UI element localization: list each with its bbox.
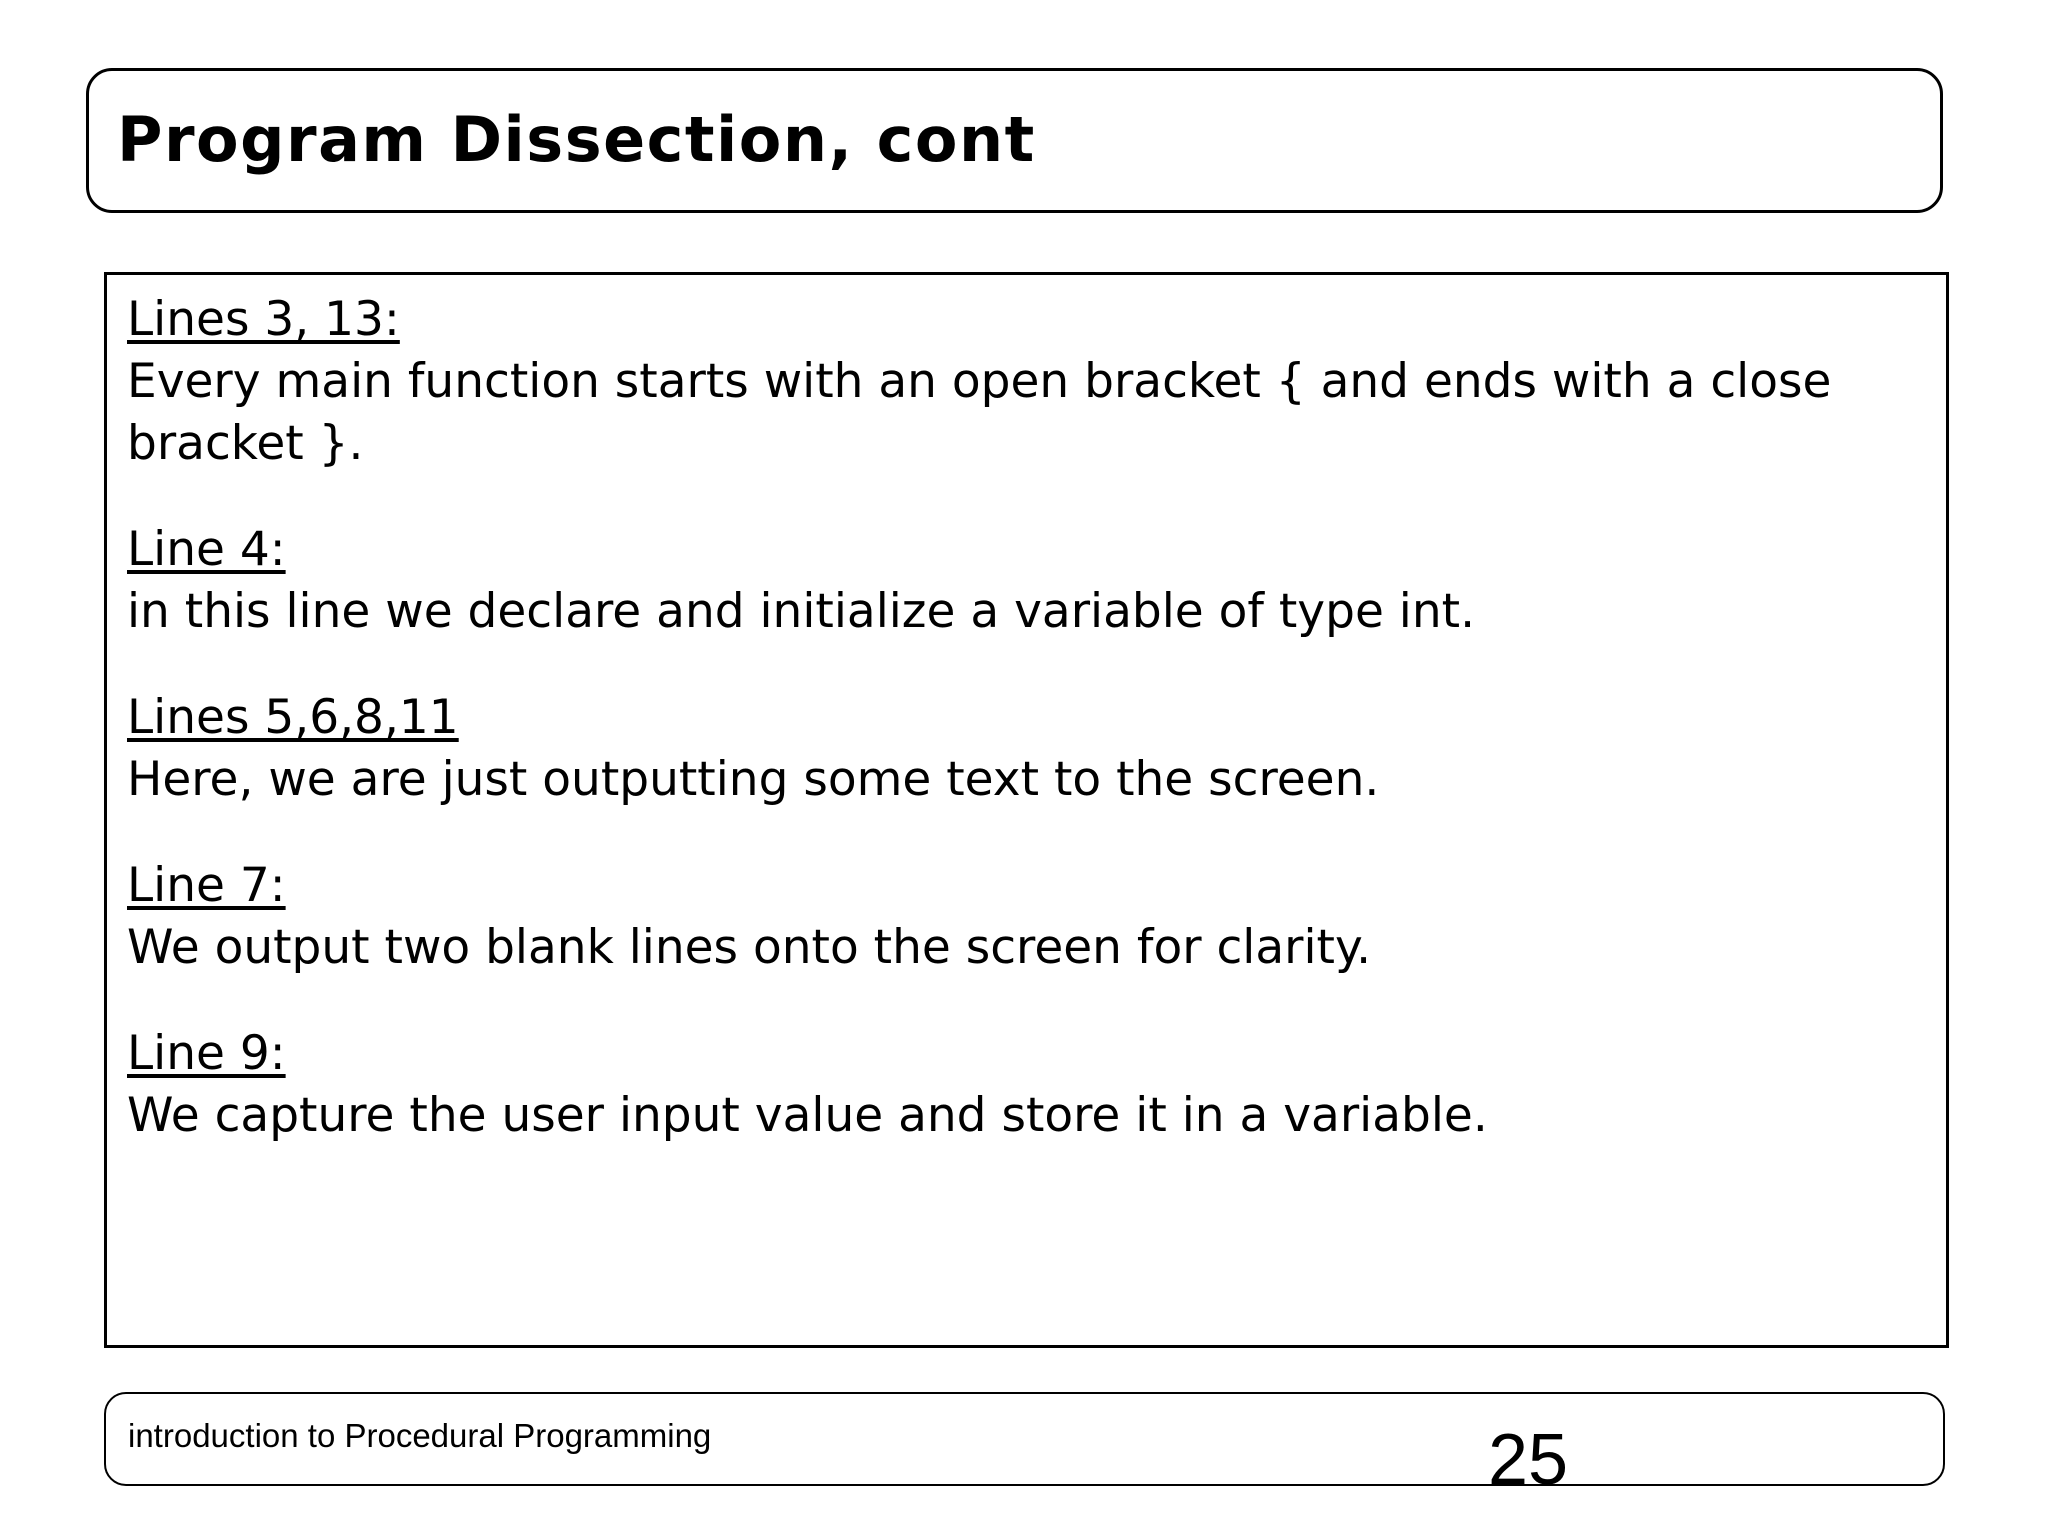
content-paragraph: Line 7: We output two blank lines onto t… (127, 855, 1934, 979)
footer-label: introduction to Procedural Programming (128, 1416, 712, 1454)
paragraph-heading: Line 9: (127, 1026, 286, 1082)
content-list: Lines 3, 13: Every main function starts … (127, 289, 1934, 1147)
paragraph-heading: Lines 5,6,8,11 (127, 690, 459, 746)
content-paragraph: Line 9: We capture the user input value … (127, 1023, 1934, 1147)
paragraph-body: Here, we are just outputting some text t… (127, 752, 1380, 808)
paragraph-heading: Lines 3, 13: (127, 292, 400, 347)
content-paragraph: Line 4: in this line we declare and init… (127, 519, 1934, 643)
paragraph-body: in this line we declare and initialize a… (127, 584, 1476, 640)
page-number: 25 (1488, 1420, 1569, 1500)
page-title: Program Dissection, cont (117, 102, 1036, 176)
content-box: Lines 3, 13: Every main function starts … (104, 272, 1949, 1348)
footer-box: introduction to Procedural Programming (104, 1392, 1945, 1486)
paragraph-body: We capture the user input value and stor… (127, 1088, 1488, 1144)
paragraph-body: Every main function starts with an open … (127, 354, 1832, 472)
paragraph-body: We output two blank lines onto the scree… (127, 920, 1372, 976)
content-paragraph: Lines 5,6,8,11 Here, we are just outputt… (127, 687, 1934, 811)
paragraph-heading: Line 4: (127, 522, 286, 578)
content-paragraph: Lines 3, 13: Every main function starts … (127, 289, 1934, 475)
paragraph-heading: Line 7: (127, 858, 286, 914)
title-box: Program Dissection, cont (86, 68, 1943, 213)
